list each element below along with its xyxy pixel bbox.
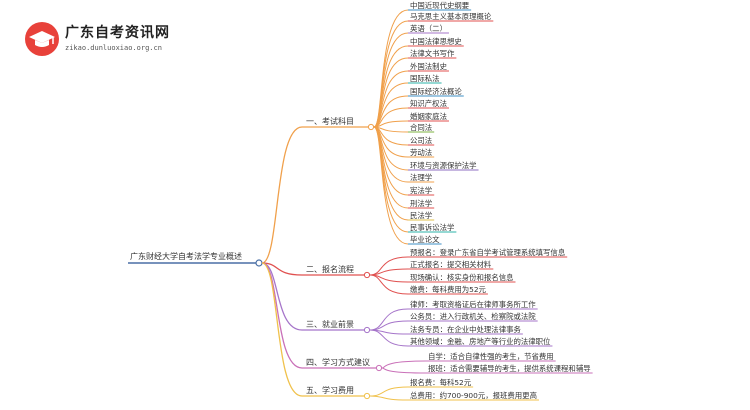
leaf-label: 外国法制史: [410, 62, 448, 71]
leaf-label: 报班：适合需要辅导的考生，提供系统课程和辅导: [428, 364, 591, 373]
graduation-cap-icon: [25, 22, 59, 56]
leaf-label: 中国法律思想史: [410, 37, 462, 46]
leaf-label: 法理学: [410, 173, 432, 182]
leaf-connector: [369, 386, 409, 397]
leaf-label: 英语（二）: [410, 24, 447, 33]
branch-label: 三、就业前景: [306, 319, 354, 329]
leaf-label: 其他领域：金融、房地产等行业的法律职位: [410, 337, 551, 346]
leaf-label: 正式报名：提交相关材料: [410, 260, 492, 269]
leaf-connector: [373, 82, 409, 128]
brand-title: 广东自考资讯网: [65, 25, 170, 41]
branch-node-dot: [375, 364, 383, 372]
leaf-label: 婚姻家庭法: [410, 112, 447, 121]
root-label: 广东财经大学自考法学专业概述: [130, 251, 242, 261]
leaf-connector: [373, 57, 409, 128]
leaf-label: 刑法学: [410, 199, 432, 208]
branch-connector: [261, 126, 303, 264]
leaf-label: 民法学: [410, 211, 432, 220]
branch-label: 二、报名流程: [306, 264, 354, 274]
leaf-label: 民事诉讼法学: [410, 223, 454, 232]
branch-node-dot: [367, 123, 375, 131]
leaf-connector: [373, 126, 409, 245]
branch-label: 四、学习方式建议: [306, 357, 370, 367]
leaf-label: 总费用：约700-900元，报班费用更高: [410, 391, 537, 400]
branch-label: 五、学习费用: [306, 385, 354, 395]
branch-node-dot: [363, 326, 371, 334]
leaf-connector: [369, 268, 409, 276]
leaf-label: 自学：适合自律性强的考生，节省费用: [428, 352, 554, 361]
leaf-connector: [369, 395, 409, 401]
leaf-label: 公务员：进入行政机关、检察院或法院: [410, 312, 536, 321]
leaf-connector: [381, 367, 427, 374]
leaf-label: 宪法学: [410, 186, 432, 195]
branch-label: 一、考试科目: [306, 116, 354, 126]
branch-node-dot: [363, 392, 371, 400]
leaf-connector: [369, 329, 409, 347]
branch-connector: [261, 262, 303, 276]
leaf-label: 法律文书写作: [410, 49, 455, 58]
brand-url: zikao.dunluoxiao.org.cn: [65, 44, 162, 52]
leaf-connector: [381, 360, 427, 369]
leaf-label: 公司法: [410, 136, 432, 145]
leaf-label: 国际私法: [410, 74, 440, 83]
leaf-label: 劳动法: [410, 148, 432, 157]
leaf-label: 国际经济法概论: [410, 87, 462, 96]
brand-logo: 广东自考资讯网 zikao.dunluoxiao.org.cn: [25, 20, 185, 60]
leaf-label: 知识产权法: [410, 99, 447, 108]
leaf-connector: [369, 274, 409, 295]
branch-connector: [261, 262, 303, 331]
leaf-label: 环境与资源保护法学: [410, 161, 477, 170]
root-node-dot: [255, 259, 263, 267]
leaf-label: 法务专员：在企业中处理法律事务: [410, 325, 521, 334]
leaf-label: 报名费：每科52元: [410, 378, 472, 387]
leaf-label: 现场确认：核实身份和报名信息: [410, 273, 513, 282]
leaf-label: 律师：考取资格证后在律师事务所工作: [410, 300, 536, 309]
leaf-label: 毕业论文: [410, 235, 440, 244]
leaf-label: 马克思主义基本原理概论: [410, 12, 492, 21]
leaf-connector: [373, 70, 409, 128]
branch-connector: [261, 262, 303, 397]
leaf-label: 合同法: [410, 123, 432, 132]
leaf-label: 预报名：登录广东省自学考试管理系统填写信息: [410, 248, 565, 257]
leaf-label: 缴费：每科费用为52元: [410, 285, 487, 294]
leaf-label: 中国近现代史纲要: [410, 1, 469, 10]
branch-node-dot: [363, 271, 371, 279]
leaf-connector: [369, 256, 409, 276]
leaf-connector: [369, 308, 409, 331]
